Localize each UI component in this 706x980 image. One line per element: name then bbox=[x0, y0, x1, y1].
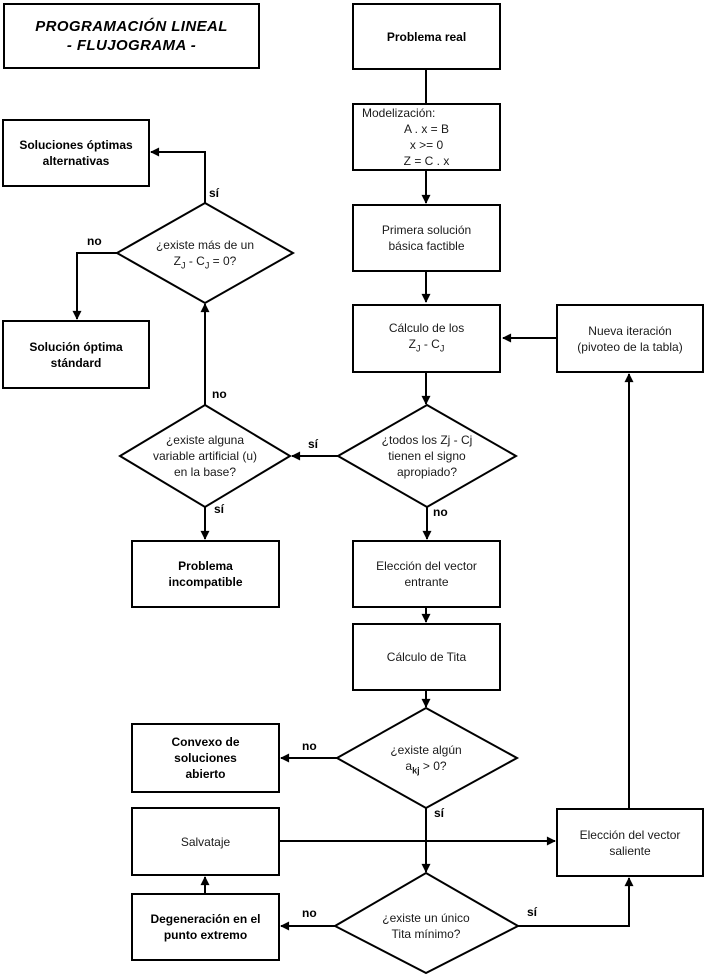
box-modelizacion: Modelización: A . x = B x >= 0 Z = C . x bbox=[352, 103, 501, 171]
box-solucion-standard: Solución óptima stándard bbox=[2, 320, 150, 389]
variable-artificial-line1: ¿existe alguna bbox=[165, 433, 245, 447]
box-salvataje: Salvataje bbox=[131, 807, 280, 876]
box-convexo: Convexo de soluciones abierto bbox=[131, 723, 280, 793]
edge-label-no-variable-artificial: no bbox=[212, 387, 227, 401]
solucion-standard-line1: Solución óptima bbox=[29, 339, 123, 354]
degeneracion-line1: Degeneración en el bbox=[150, 912, 261, 926]
signo-apropiado-line2: tienen el signo bbox=[388, 449, 466, 463]
soluciones-alternativas-line2: alternativas bbox=[42, 154, 110, 168]
title-line2: - FLUJOGRAMA - bbox=[66, 37, 197, 54]
edge-label-no-tita-minimo: no bbox=[302, 906, 317, 920]
box-calculo-tita: Cálculo de Tita bbox=[352, 623, 501, 691]
modelizacion-eq2: x >= 0 bbox=[409, 138, 444, 152]
primera-solucion-line2: básica factible bbox=[388, 239, 465, 253]
signo-apropiado-line3: apropiado? bbox=[396, 465, 458, 479]
box-eleccion-saliente: Elección del vector saliente bbox=[556, 808, 704, 877]
akj-positivo-line1: ¿existe algún bbox=[390, 743, 462, 757]
convexo-line3: abierto bbox=[185, 767, 226, 781]
tita-minimo-line2: Tita mínimo? bbox=[391, 927, 461, 941]
connector-mas-de-un-no-standard bbox=[72, 252, 117, 320]
calculo-zjcj-formula: ZJ - CJ bbox=[408, 337, 445, 354]
edge-label-si-variable-artificial: sí bbox=[214, 502, 225, 516]
edge-label-no-signo-apropiado: no bbox=[433, 505, 448, 519]
decision-diamond-mas-de-un-zjcj bbox=[114, 201, 296, 305]
box-problema-real: Problema real bbox=[352, 3, 501, 70]
convexo-line2: soluciones bbox=[174, 751, 237, 765]
calculo-zjcj-line1: Cálculo de los bbox=[388, 321, 465, 336]
decision-diamond-tita-minimo bbox=[332, 871, 521, 975]
connector-tita-minimo-si-saliente bbox=[518, 877, 634, 927]
modelizacion-eq3: Z = C . x bbox=[403, 154, 450, 168]
salvataje-label: Salvataje bbox=[180, 834, 231, 849]
calculo-tita-label: Cálculo de Tita bbox=[386, 650, 467, 664]
edge-label-si-akj: sí bbox=[434, 806, 445, 820]
decision-mas-de-un-zjcj-text: ¿existe más de un ZJ - CJ = 0? bbox=[117, 237, 293, 273]
decision-tita-minimo-text: ¿existe un único Tita mínimo? bbox=[338, 910, 514, 942]
box-calculo-zjcj: Cálculo de los ZJ - CJ bbox=[352, 304, 501, 373]
problema-incompatible-line2: incompatible bbox=[168, 575, 243, 589]
box-primera-solucion: Primera solución básica factible bbox=[352, 204, 501, 272]
eleccion-saliente-line1: Elección del vector bbox=[579, 827, 681, 842]
primera-solucion-line1: Primera solución bbox=[381, 223, 472, 237]
edge-label-si-mas-de-un: sí bbox=[209, 186, 220, 200]
connector-mas-de-un-si-alternativas bbox=[150, 147, 206, 203]
eleccion-saliente-line2: saliente bbox=[609, 843, 651, 858]
decision-variable-artificial-text: ¿existe alguna variable artificial (u) e… bbox=[117, 432, 293, 480]
box-problema-real-label: Problema real bbox=[386, 29, 467, 44]
akj-positivo-formula: akj > 0? bbox=[405, 759, 447, 776]
tita-minimo-line1: ¿existe un único bbox=[382, 911, 470, 925]
problema-incompatible-line1: Problema bbox=[178, 559, 233, 573]
box-eleccion-entrante: Elección del vector entrante bbox=[352, 540, 501, 608]
mas-de-un-line1: ¿existe más de un bbox=[155, 238, 255, 252]
box-nueva-iteracion: Nueva iteración (pivoteo de la tabla) bbox=[556, 304, 704, 373]
edge-label-no-mas-de-un: no bbox=[87, 234, 102, 248]
mas-de-un-formula: ZJ - CJ = 0? bbox=[173, 254, 237, 271]
edge-label-si-tita-minimo: sí bbox=[527, 905, 538, 919]
variable-artificial-line3: en la base? bbox=[173, 465, 237, 479]
box-soluciones-alternativas: Soluciones óptimas alternativas bbox=[2, 119, 150, 187]
box-degeneracion: Degeneración en el punto extremo bbox=[131, 893, 280, 961]
variable-artificial-line2: variable artificial (u) bbox=[152, 449, 258, 463]
eleccion-entrante-line2: entrante bbox=[404, 575, 449, 589]
degeneracion-line2: punto extremo bbox=[163, 928, 248, 942]
signo-apropiado-line1: ¿todos los Zj - Cj bbox=[381, 433, 473, 447]
decision-akj-positivo-text: ¿existe algún akj > 0? bbox=[338, 742, 514, 778]
box-problema-incompatible: Problema incompatible bbox=[131, 540, 280, 608]
nueva-iteracion-line1: Nueva iteración bbox=[588, 323, 672, 338]
nueva-iteracion-line2: (pivoteo de la tabla) bbox=[577, 339, 683, 354]
solucion-standard-line2: stándard bbox=[50, 355, 102, 370]
title-line1: PROGRAMACIÓN LINEAL bbox=[35, 18, 228, 35]
modelizacion-eq1: A . x = B bbox=[403, 122, 450, 136]
edge-label-no-akj: no bbox=[302, 739, 317, 753]
decision-signo-apropiado-text: ¿todos los Zj - Cj tienen el signo aprop… bbox=[339, 432, 515, 480]
modelizacion-header: Modelización: bbox=[362, 106, 436, 120]
title-box: PROGRAMACIÓN LINEAL - FLUJOGRAMA - bbox=[3, 3, 260, 69]
soluciones-alternativas-line1: Soluciones óptimas bbox=[19, 138, 133, 152]
eleccion-entrante-line1: Elección del vector bbox=[376, 559, 477, 573]
convexo-line1: Convexo de bbox=[171, 735, 240, 749]
edge-label-si-signo-apropiado: sí bbox=[308, 437, 319, 451]
